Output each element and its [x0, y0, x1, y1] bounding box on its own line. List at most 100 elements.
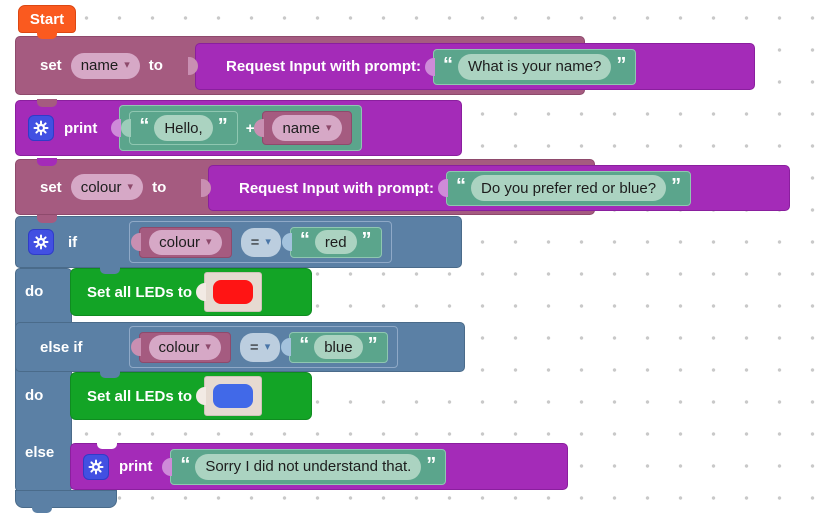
variable-dropdown-colour[interactable]: colour ▾: [149, 229, 222, 255]
value-socket-tab: [188, 57, 198, 75]
chevron-down-icon: ▾: [124, 59, 130, 71]
text-field[interactable]: What is your name?: [457, 53, 612, 80]
text-block-hello[interactable]: “ Hello, ”: [121, 111, 238, 145]
variable-block-colour[interactable]: colour ▾: [130, 331, 231, 363]
print-label: print: [119, 458, 153, 475]
gear-icon[interactable]: [28, 115, 54, 141]
else-label: else: [25, 444, 55, 461]
start-block[interactable]: Start: [18, 5, 76, 33]
to-keyword: to: [148, 57, 163, 74]
red-swatch[interactable]: [213, 280, 254, 304]
chevron-down-icon: ▾: [325, 121, 332, 134]
text-field[interactable]: blue: [314, 335, 363, 359]
variable-dropdown-name[interactable]: name ▾: [272, 115, 342, 141]
if-bottom-connector-tab: [32, 504, 52, 513]
set-leds-label: Set all LEDs to: [87, 283, 193, 301]
connector-tab: [100, 267, 120, 274]
text-field[interactable]: Do you prefer red or blue?: [470, 175, 667, 201]
connector-tab: [37, 215, 57, 223]
elseif-label: else if: [40, 338, 83, 356]
set-keyword: set: [40, 57, 62, 74]
puzzle-tab-icon: [254, 119, 265, 137]
to-keyword: to: [152, 178, 167, 196]
request-input-block-1[interactable]: Request Input with prompt: “ What is you…: [195, 43, 755, 90]
text-block-blue[interactable]: “ blue ”: [281, 331, 388, 363]
request-input-label: Request Input with prompt:: [226, 58, 421, 75]
colour-picker-blue[interactable]: [196, 376, 263, 416]
if-block-header[interactable]: if colour ▾ = ▾ “ red ”: [15, 216, 462, 268]
text-block-sorry[interactable]: “ Sorry I did not understand that. ”: [162, 448, 447, 485]
open-quote-icon: “: [299, 334, 310, 356]
variable-block-colour[interactable]: colour ▾: [131, 226, 232, 258]
start-label: Start: [29, 10, 65, 28]
close-quote-icon: ”: [671, 175, 682, 197]
puzzle-tab-icon: [121, 119, 132, 137]
puzzle-tab-icon: [196, 283, 207, 301]
open-quote-icon: “: [455, 175, 466, 197]
chevron-down-icon: ▾: [264, 340, 271, 353]
set-leds-red-block[interactable]: Set all LEDs to: [70, 268, 312, 316]
variable-dropdown-name[interactable]: name ▾: [70, 52, 140, 79]
print-hello-block[interactable]: print “ Hello, ” + name ▾: [15, 100, 462, 156]
open-quote-icon: “: [180, 453, 191, 476]
puzzle-tab-icon: [281, 233, 292, 251]
text-block-what-is-your-name[interactable]: “ What is your name? ”: [424, 48, 637, 85]
puzzle-tab-icon: [196, 387, 207, 405]
puzzle-tab-icon: [437, 179, 448, 197]
close-quote-icon: ”: [426, 453, 437, 476]
chevron-down-icon: ▾: [127, 180, 134, 193]
text-join-block[interactable]: “ Hello, ” + name ▾: [111, 105, 362, 151]
chevron-down-icon: ▾: [206, 235, 212, 248]
puzzle-tab-icon: [162, 457, 173, 476]
operator-dropdown[interactable]: = ▾: [239, 332, 281, 362]
set-leds-blue-block[interactable]: Set all LEDs to: [70, 372, 312, 420]
colour-picker-red[interactable]: [196, 272, 263, 312]
text-block-red-or-blue[interactable]: “ Do you prefer red or blue? ”: [437, 170, 692, 206]
gear-icon[interactable]: [83, 453, 109, 480]
value-socket-tab: [201, 179, 211, 197]
compare-block-red[interactable]: colour ▾ = ▾ “ red ”: [129, 221, 392, 263]
if-block-footer[interactable]: [15, 490, 117, 508]
chevron-down-icon: ▾: [265, 235, 271, 248]
print-sorry-block[interactable]: print “ Sorry I did not understand that.…: [70, 443, 568, 490]
blue-swatch[interactable]: [213, 384, 254, 408]
open-quote-icon: “: [139, 115, 150, 137]
variable-dropdown-colour[interactable]: colour ▾: [70, 174, 144, 200]
request-input-block-2[interactable]: Request Input with prompt: “ Do you pref…: [208, 165, 790, 211]
print-label: print: [64, 119, 98, 137]
puzzle-tab-icon: [130, 338, 141, 356]
connector-tab: [37, 158, 57, 166]
elseif-row[interactable]: else if colour ▾ = ▾ “ blue ”: [15, 322, 465, 372]
do-label: do: [25, 387, 44, 404]
close-quote-icon: ”: [367, 334, 378, 356]
connector-tab: [100, 371, 120, 378]
puzzle-tab-icon: [111, 119, 122, 137]
close-quote-icon: ”: [616, 53, 627, 76]
start-connector-tab: [37, 31, 57, 39]
puzzle-tab-icon: [424, 57, 435, 76]
variable-dropdown-colour[interactable]: colour ▾: [148, 334, 221, 360]
puzzle-tab-icon: [131, 233, 142, 251]
connector-notch: [97, 442, 117, 449]
plus-operator: +: [245, 119, 255, 137]
if-label: if: [68, 233, 78, 251]
text-block-red[interactable]: “ red ”: [281, 226, 382, 258]
connector-tab: [37, 99, 57, 107]
close-quote-icon: ”: [217, 115, 228, 137]
compare-block-blue[interactable]: colour ▾ = ▾ “ blue ”: [128, 326, 398, 368]
gear-icon[interactable]: [28, 229, 54, 255]
text-field[interactable]: Sorry I did not understand that.: [195, 453, 422, 480]
set-keyword: set: [40, 178, 62, 196]
do-label: do: [25, 283, 44, 300]
request-input-label: Request Input with prompt:: [239, 179, 434, 197]
text-field[interactable]: Hello,: [154, 115, 213, 141]
text-field[interactable]: red: [314, 230, 357, 254]
open-quote-icon: “: [299, 229, 310, 251]
set-leds-label: Set all LEDs to: [87, 387, 193, 405]
puzzle-tab-icon: [281, 338, 292, 356]
variable-block-name[interactable]: name ▾: [254, 111, 352, 145]
chevron-down-icon: ▾: [205, 340, 211, 353]
operator-dropdown[interactable]: = ▾: [240, 227, 281, 257]
close-quote-icon: ”: [361, 229, 372, 251]
